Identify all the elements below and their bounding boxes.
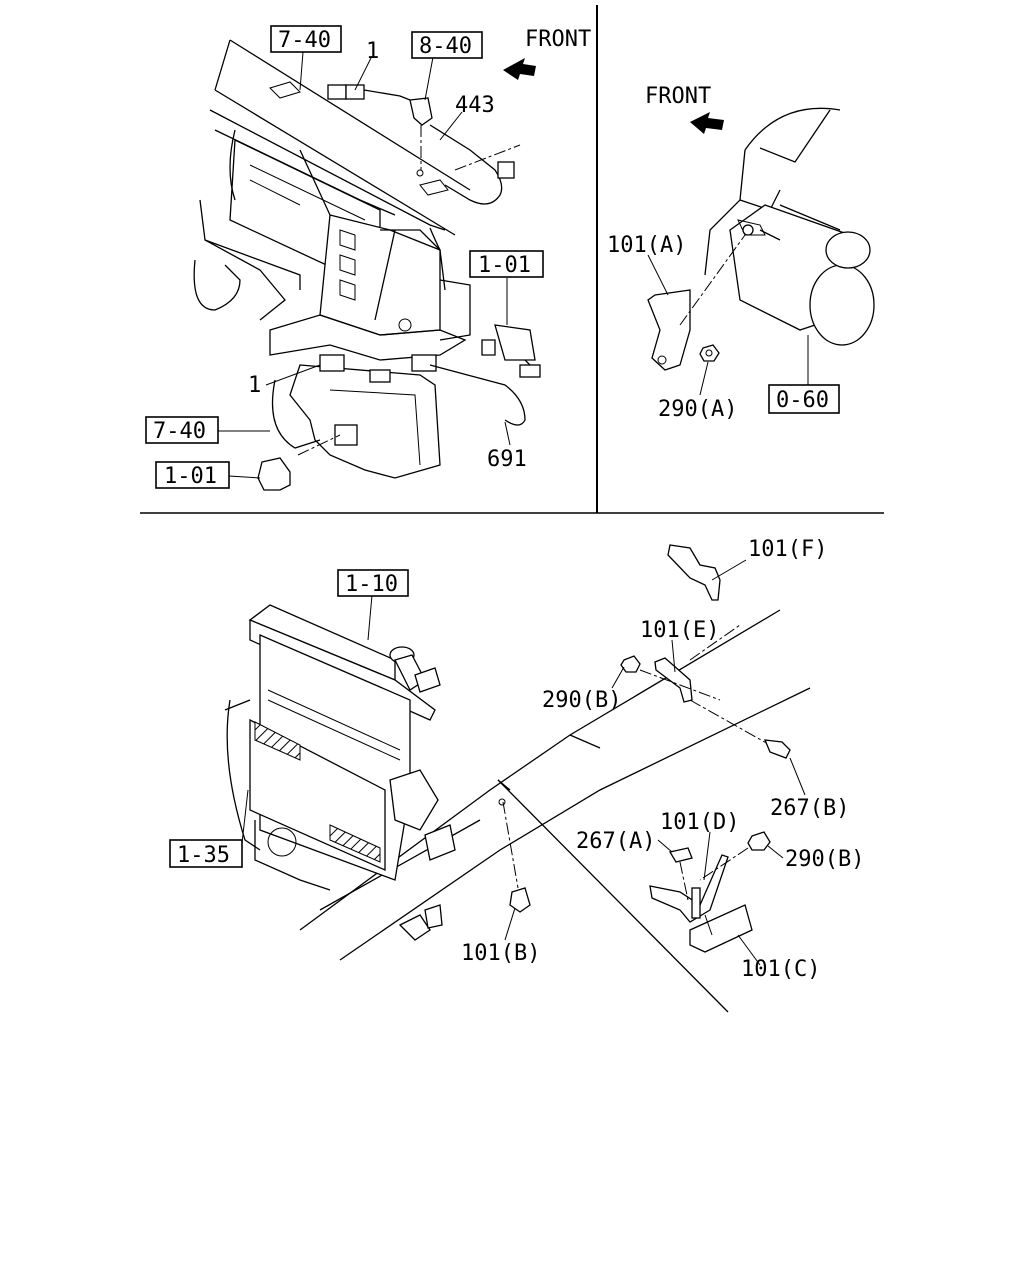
ref-box-7-40-left — [145, 416, 219, 444]
ref-box-1-10 — [337, 569, 409, 597]
front-label-top-left: FRONT — [525, 27, 591, 52]
ref-1-01-left: 1-01 — [164, 464, 217, 489]
ref-box-7-40-top — [270, 25, 342, 53]
ref-7-40-top: 7-40 — [278, 28, 331, 53]
label-101-a: 101(A) — [607, 233, 686, 258]
top-left-leaders — [218, 51, 511, 479]
ref-box-1-01-right — [469, 250, 544, 278]
label-101-e: 101(E) — [640, 618, 719, 643]
ref-1-10: 1-10 — [345, 572, 398, 597]
label-267-b: 267(B) — [770, 796, 849, 821]
dashboard-drawing — [193, 39, 541, 491]
radiator-drawing — [224, 604, 811, 961]
front-label-top-right: FRONT — [645, 84, 711, 109]
starter-drawing — [647, 107, 875, 371]
label-691: 691 — [487, 447, 527, 472]
ref-box-8-40 — [411, 31, 483, 59]
label-101-c: 101(C) — [741, 957, 820, 982]
mounting-hardware — [497, 544, 791, 1013]
ref-box-0-60 — [768, 384, 840, 414]
front-arrow-top-left: FRONT — [503, 27, 591, 80]
label-290-a: 290(A) — [658, 397, 737, 422]
top-right-leaders — [647, 254, 809, 396]
label-1-bottom: 1 — [248, 373, 261, 398]
ref-7-40-left: 7-40 — [153, 419, 206, 444]
ref-box-1-01-left — [155, 461, 230, 489]
label-443: 443 — [455, 93, 495, 118]
label-290-b-lower: 290(B) — [785, 847, 864, 872]
label-290-b-upper: 290(B) — [542, 688, 621, 713]
ref-1-01-right: 1-01 — [478, 253, 531, 278]
label-101-d: 101(D) — [660, 810, 739, 835]
ref-box-1-35 — [169, 839, 243, 868]
ref-0-60: 0-60 — [776, 388, 829, 413]
ref-8-40: 8-40 — [419, 34, 472, 59]
label-267-a: 267(A) — [576, 829, 655, 854]
label-101-b: 101(B) — [461, 941, 540, 966]
label-1-top: 1 — [366, 39, 379, 64]
ref-1-35: 1-35 — [177, 843, 230, 868]
label-101-f: 101(F) — [748, 537, 827, 562]
front-arrow-top-right: FRONT — [645, 84, 724, 134]
